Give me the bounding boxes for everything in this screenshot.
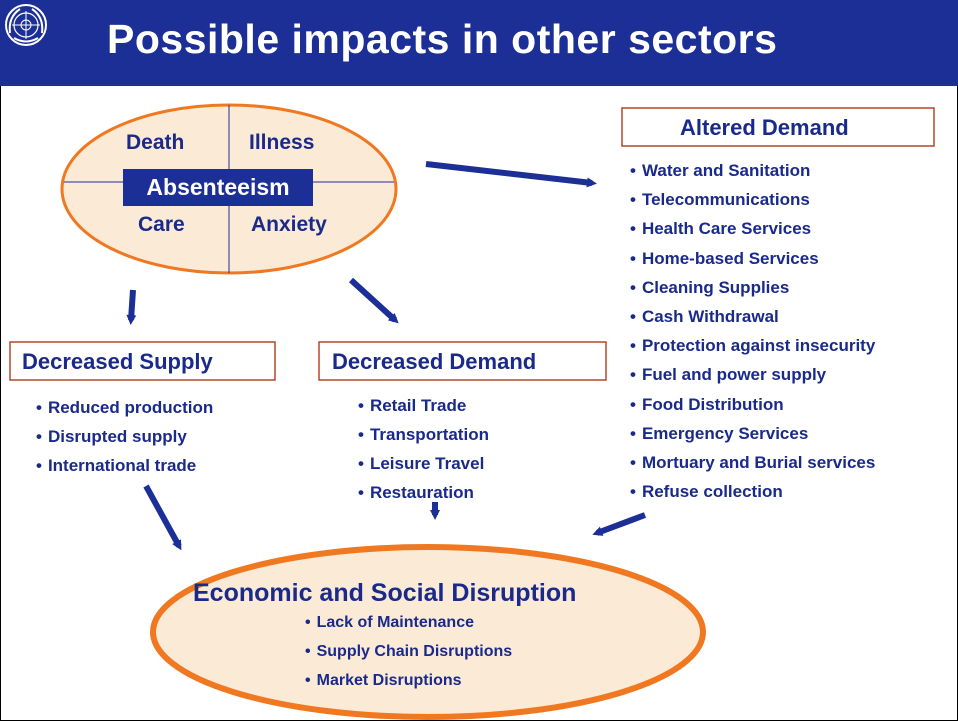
list-item: Transportation [358,420,489,449]
list-item: Leisure Travel [358,449,489,478]
un-emblem-icon [5,4,47,46]
disruption-list: Lack of Maintenance Supply Chain Disrupt… [305,608,513,695]
altered-demand-list: Water and Sanitation Telecommunications … [630,156,875,506]
altered-demand-box [621,107,935,147]
list-item: Restauration [358,478,489,507]
list-item: Market Disruptions [305,666,512,695]
list-item: Water and Sanitation [630,156,875,185]
list-item: Lack of Maintenance [305,608,512,637]
list-item: Reduced production [36,393,213,422]
core-illness-label: Illness [249,131,315,154]
decreased-demand-title: Decreased Demand [332,349,537,374]
altered-demand-title: Altered Demand [680,115,849,140]
arrow-to-decreased-demand [348,277,399,324]
decreased-demand-list: Retail Trade Transportation Leisure Trav… [358,391,489,507]
core-care-label: Care [138,213,185,236]
list-item: Protection against insecurity [630,331,875,360]
title-bar: Possible impacts in other sectors [0,0,958,86]
list-item: Refuse collection [630,477,875,506]
list-item: Cash Withdrawal [630,302,875,331]
list-item: Fuel and power supply [630,360,875,389]
list-item: Emergency Services [630,419,875,448]
core-death-label: Death [126,131,185,154]
core-absenteeism-label: Absenteeism [123,169,313,206]
arrow-to-altered-demand [425,161,597,188]
decreased-demand-box [318,341,607,381]
list-item: Home-based Services [630,244,875,273]
decreased-supply-box [9,341,276,381]
arrow-altered-to-disruption [592,512,647,536]
list-item: Mortuary and Burial services [630,448,875,477]
arrow-to-decreased-supply [126,289,137,325]
decreased-supply-title: Decreased Supply [22,349,213,374]
disruption-title: Economic and Social Disruption [193,579,577,607]
list-item: Health Care Services [630,214,875,243]
list-item: Supply Chain Disruptions [305,637,513,666]
list-item: Retail Trade [358,391,489,420]
list-item: International trade [36,451,213,480]
list-item: Cleaning Supplies [630,273,875,302]
list-item: Food Distribution [630,390,875,419]
decreased-supply-list: Reduced production Disrupted supply Inte… [36,393,213,480]
list-item: Disrupted supply [36,422,213,451]
core-anxiety-label: Anxiety [251,213,327,236]
arrow-supply-to-disruption [143,484,182,551]
list-item: Telecommunications [630,185,875,214]
slide-title: Possible impacts in other sectors [107,16,778,62]
